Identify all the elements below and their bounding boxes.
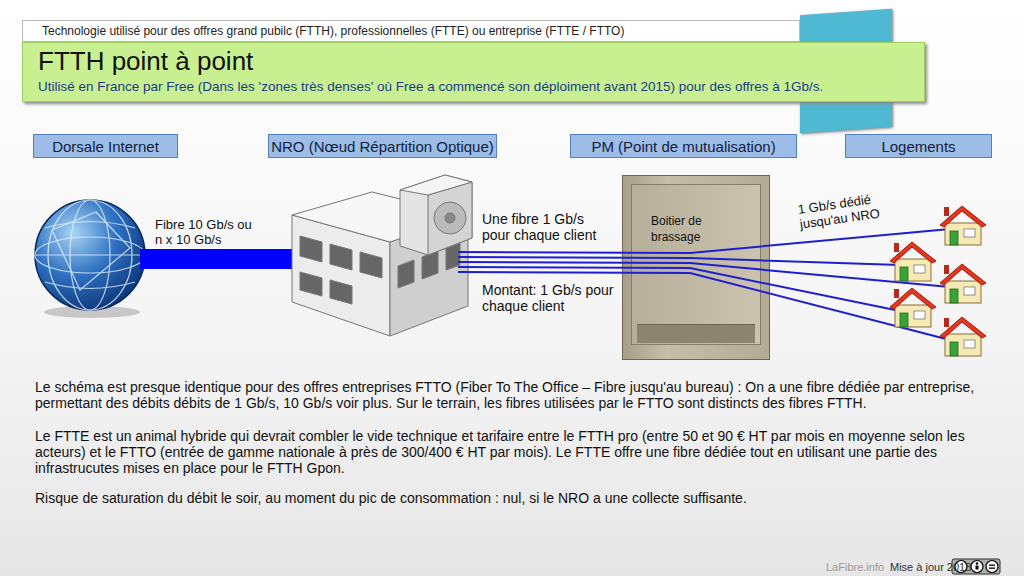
body-paragraph: Le schéma est presque identique pour des… xyxy=(35,379,990,411)
header-text: PM (Point de mutualisation) xyxy=(591,138,775,155)
column-header: PM (Point de mutualisation) xyxy=(570,134,797,158)
footer-site: LaFibre.info xyxy=(826,561,884,574)
link-label: Une fibre 1 Gb/s pour chaque client xyxy=(482,211,614,243)
header-text: NRO (Nœud Répartition Optique) xyxy=(271,138,494,155)
header-text: Logements xyxy=(881,138,955,155)
cabinet-label: Boitier de brassage xyxy=(651,214,723,245)
subject-line: Technologie utilisé pour des offres gran… xyxy=(42,25,802,39)
body-paragraph: Risque de saturation du débit le soir, a… xyxy=(35,490,990,506)
link-label: Fibre 10 Gb/s ou n x 10 Gb/s xyxy=(155,218,255,248)
subtitle: Utilisé en France par Free (Dans les 'zo… xyxy=(38,79,823,95)
column-header: Dorsale Internet xyxy=(33,134,178,158)
houses xyxy=(890,206,986,356)
column-header: NRO (Nœud Répartition Optique) xyxy=(268,134,497,158)
link-label: 1 Gb/s dédié jusqu'au NRO xyxy=(797,190,895,233)
subscriber-fibres xyxy=(458,229,950,340)
slide-title: FTTH point à point xyxy=(38,47,253,77)
nro-building xyxy=(292,175,472,336)
backbone-fibre xyxy=(140,249,302,269)
link-label: Montant: 1 Gb/s pour chaque client xyxy=(482,282,614,314)
footer-date: Mise à jour 2018 xyxy=(890,561,971,574)
body-paragraph: Le FTTE est un animal hybride qui devrai… xyxy=(35,428,990,476)
column-header: Logements xyxy=(845,134,992,158)
header-text: Dorsale Internet xyxy=(52,138,159,155)
globe xyxy=(35,200,145,318)
cabinet-floor xyxy=(637,324,755,343)
